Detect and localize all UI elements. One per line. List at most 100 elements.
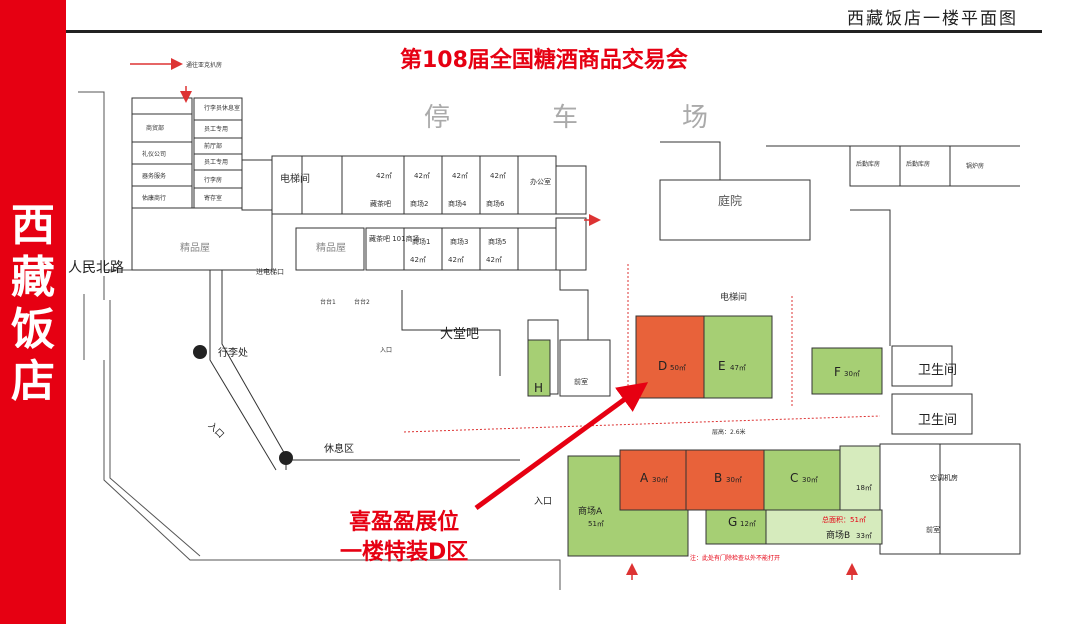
room-label: 员工专用 xyxy=(204,158,228,166)
callout-line-1: 喜盈盈展位 xyxy=(349,510,460,535)
shop-name: 藏茶吧 xyxy=(370,199,391,208)
room-label: 员工专用 xyxy=(204,125,228,133)
zone-b-area: 30㎡ xyxy=(726,476,742,484)
lobby-bar-label: 大堂吧 xyxy=(440,327,479,342)
booth-callout: 喜盈盈展位 一楼特装D区 xyxy=(340,508,468,568)
zone-small-area: 18㎡ xyxy=(856,484,872,492)
header-divider xyxy=(66,30,1042,33)
zone-f-area: 30㎡ xyxy=(844,370,860,378)
shop-area: 42㎡ xyxy=(414,172,430,180)
room-label: 礼仪公司 xyxy=(142,150,166,158)
note-label: 注：此处有门除检查以外不能打开 xyxy=(690,554,780,562)
zone-e-label: E xyxy=(718,359,726,373)
shop-area: 42㎡ xyxy=(448,256,464,264)
luggage-marker xyxy=(193,345,207,359)
zone-a-label: A xyxy=(640,471,649,485)
booth-h-label: H xyxy=(534,381,543,395)
sidebar-banner: 西藏饭店 xyxy=(0,0,66,624)
entrance-main-label: 入口 xyxy=(534,496,552,507)
shop-name: 商场3 xyxy=(450,237,468,246)
front-room-label: 前室 xyxy=(574,377,588,386)
room-label: 行李员休息室 xyxy=(204,104,240,112)
svg-text:人民北路: 人民北路 xyxy=(68,260,124,276)
rest-area-label: 休息区 xyxy=(324,442,354,455)
shop-a-area: 51㎡ xyxy=(588,520,604,528)
zone-a-area: 30㎡ xyxy=(652,476,668,484)
zone-f-label: F xyxy=(834,365,841,379)
toilet-label-1: 卫生间 xyxy=(918,363,957,378)
room-label: 器务服务 xyxy=(142,172,166,180)
zone-b-label: B xyxy=(714,471,722,485)
entrance-left-label: 入口 xyxy=(206,420,227,441)
boutique-label-1: 精品屋 xyxy=(180,241,210,254)
shop-area: 42㎡ xyxy=(452,172,468,180)
booth-h xyxy=(527,339,551,397)
desk-1-label: 台台1 xyxy=(320,298,336,306)
room-label: 佑康商行 xyxy=(142,194,166,202)
zone-g-area: 12㎡ xyxy=(740,520,756,528)
toilet-label-2: 卫生间 xyxy=(918,413,957,428)
ac-room-label: 空调机房 xyxy=(930,473,958,482)
zone-e-area: 47㎡ xyxy=(730,364,746,372)
floor-plan: 商贸部 礼仪公司 器务服务 佑康商行 行李员休息室 员工专用 前厅部 员工专用 … xyxy=(68,58,1021,590)
road-label: 人民北路 xyxy=(68,260,124,276)
parking-label: 停 车 场 xyxy=(424,103,708,133)
office-label: 办公室 xyxy=(530,177,551,186)
elevator-entry-label: 进电梯口 xyxy=(256,267,284,276)
shop-area: 42㎡ xyxy=(486,256,502,264)
page-title: 西藏饭店一楼平面图 xyxy=(847,9,1018,29)
warehouse-label-2: 后勤库房 xyxy=(906,160,930,168)
sidebar-title: 西藏饭店 xyxy=(11,200,55,407)
zone-g-label: G xyxy=(728,515,737,529)
tea-bar-label: 藏茶吧 101商场 xyxy=(369,234,420,243)
elevator-right-label: 电梯间 xyxy=(720,291,747,303)
zone-g xyxy=(705,509,767,545)
left-rooms-block xyxy=(131,97,587,271)
zone-e xyxy=(703,315,773,399)
corridor xyxy=(209,270,287,471)
shop-area: 42㎡ xyxy=(410,256,426,264)
svg-text:车: 车 xyxy=(552,103,578,133)
warehouse-label-1: 后勤库房 xyxy=(856,160,880,168)
zone-d xyxy=(635,315,705,399)
top-shop-labels: 42㎡ 藏茶吧 42㎡ 商场2 42㎡ 商场4 42㎡ 商场6 办公室 藏茶吧 … xyxy=(369,172,551,264)
lobby-walls xyxy=(401,141,1021,555)
total-area-label: 总面积：51㎡ xyxy=(822,515,866,524)
zone-c-area: 30㎡ xyxy=(802,476,818,484)
front-room-right-label: 前室 xyxy=(926,525,940,534)
room-label: 前厅部 xyxy=(204,142,222,150)
boiler-label: 锅炉房 xyxy=(966,162,984,170)
shop-name: 商场2 xyxy=(410,199,428,208)
boutique-label-2: 精品屋 xyxy=(316,241,346,254)
zone-a xyxy=(619,449,687,511)
tunnel-label: 通往亚克扒房 xyxy=(186,61,222,69)
zone-d-label: D xyxy=(658,359,667,373)
callout-arrow xyxy=(474,382,649,511)
clearance-label: 层高：2.6米 xyxy=(712,428,746,436)
courtyard-label: 庭院 xyxy=(718,193,742,208)
room-label: 商贸部 xyxy=(146,124,164,132)
shop-area: 42㎡ xyxy=(376,172,392,180)
room-label: 行李房 xyxy=(204,176,222,184)
callout-line-2: 一楼特装D区 xyxy=(340,540,469,565)
left-room-labels: 商贸部 礼仪公司 器务服务 佑康商行 行李员休息室 员工专用 前厅部 员工专用 … xyxy=(142,104,240,202)
shop-name: 商场4 xyxy=(448,199,467,208)
svg-text:停: 停 xyxy=(424,103,450,133)
shop-name: 商场1 xyxy=(412,237,430,246)
shop-b xyxy=(765,509,883,545)
shop-name: 商场5 xyxy=(488,237,506,246)
zone-c-label: C xyxy=(790,471,798,485)
zone-d-area: 50㎡ xyxy=(670,364,686,372)
dimension-line xyxy=(403,415,881,433)
svg-text:场: 场 xyxy=(682,103,708,133)
room-label: 寄存室 xyxy=(204,194,222,202)
shop-name: 商场6 xyxy=(486,199,505,208)
zone-f xyxy=(811,347,883,395)
zone-small xyxy=(839,445,881,511)
fair-title: 第108届全国糖酒商品交易会 xyxy=(400,48,688,73)
desk-2-label: 台台2 xyxy=(354,298,370,306)
elevator-left-label: 电梯间 xyxy=(280,172,310,185)
shop-area: 42㎡ xyxy=(490,172,506,180)
shop-b-area: 33㎡ xyxy=(856,532,872,540)
shop-a-label: 商场A xyxy=(578,505,603,517)
